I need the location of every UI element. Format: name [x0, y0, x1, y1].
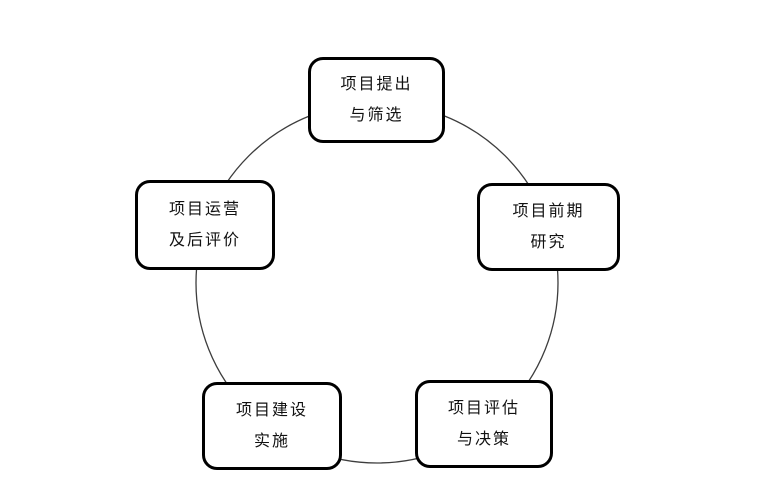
- node-label-line: 项目提出: [340, 76, 413, 93]
- node-label-line: 与决策: [456, 431, 511, 448]
- node-label-line: 项目评估: [447, 400, 520, 417]
- node-label-line: 及后评价: [168, 232, 241, 249]
- node-label-line: 与筛选: [349, 107, 404, 124]
- node-project-construction-implementation: 项目建设 实施: [202, 382, 342, 470]
- node-label-line: 实施: [253, 433, 290, 450]
- node-project-evaluation-decision: 项目评估 与决策: [415, 380, 553, 468]
- node-label-line: 研究: [530, 234, 567, 251]
- node-label-line: 项目建设: [235, 402, 308, 419]
- node-label-line: 项目运营: [168, 201, 241, 218]
- node-label-line: 项目前期: [512, 203, 585, 220]
- node-project-operation-post-evaluation: 项目运营 及后评价: [135, 180, 275, 270]
- node-project-proposal-screening: 项目提出 与筛选: [308, 57, 445, 143]
- node-project-preliminary-research: 项目前期 研究: [477, 183, 620, 271]
